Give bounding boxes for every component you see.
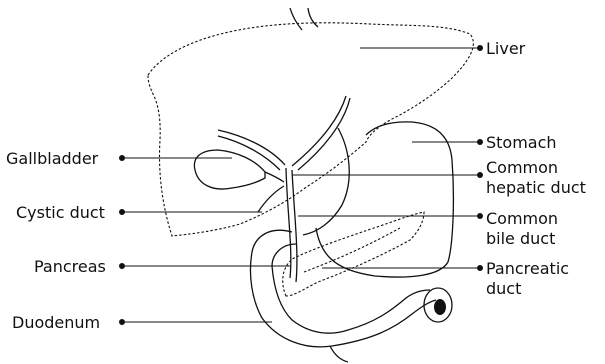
cystic-duct-lower [258,186,284,212]
common-bile-duct-leader-dot [477,213,483,219]
gallbladder-shape [194,150,265,189]
stomach-shape [316,122,453,277]
stomach-leader-dot [477,139,483,145]
vessel-stub [308,8,318,27]
common-hepatic-duct-label-line2: hepatic duct [486,178,586,197]
pancreatic-duct-label-line1: Pancreatic [486,259,569,278]
common-bile-duct-inner [292,170,297,282]
pancreas-shape [283,212,424,296]
right-hepatic-duct-inner [218,136,280,170]
common-bile-duct-label-line1: Common [486,209,558,228]
pancreatic-duct-leader-dot [477,265,483,271]
common-hepatic-duct-label: Common hepatic duct [486,158,586,197]
stomach-inner-curve [303,128,349,235]
common-hepatic-duct-label-line1: Common [486,158,558,177]
pancreatic-duct-shape [304,228,400,272]
gallbladder-label: Gallbladder [6,149,99,168]
pancreatic-duct-label-line2: duct [486,279,521,298]
pancreas-label: Pancreas [34,257,106,276]
liver-label: Liver [486,39,526,58]
stomach-label: Stomach [486,133,557,152]
liver-leader-dot [477,45,483,51]
duodenum-fold [330,346,348,362]
common-hepatic-duct-leader-dot [477,172,483,178]
duodenum-shape [250,230,436,347]
duodenum-inner [272,244,430,333]
common-bile-duct-label-line2: bile duct [486,229,555,248]
cystic-duct-label: Cystic duct [16,203,105,222]
cystic-duct-shape [265,172,284,182]
left-hepatic-duct [292,96,346,166]
common-bile-duct-label: Common bile duct [486,209,563,248]
pancreatic-duct-label: Pancreatic duct [486,259,574,298]
vessel-stub [290,8,302,30]
duodenum-lumen-inner [434,299,446,315]
liver-shape [148,23,473,236]
duodenum-label: Duodenum [12,313,100,332]
